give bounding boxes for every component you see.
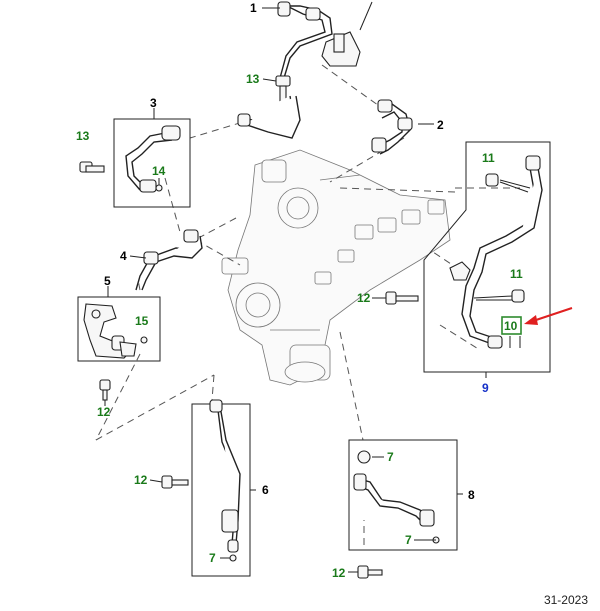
part-12-bolts (99, 291, 419, 579)
callout-15: 15 (135, 314, 149, 328)
callout-5: 5 (104, 274, 111, 288)
callout-12-mid: 12 (357, 291, 371, 305)
box-part-3 (113, 108, 191, 208)
box-part-6 (191, 399, 256, 577)
callout-1: 1 (250, 1, 257, 15)
turbo-manifold-assembly (221, 149, 451, 386)
part-4-pipe (135, 229, 203, 291)
callout-7-right: 7 (405, 533, 412, 547)
callout-6: 6 (262, 483, 269, 497)
middle-pipe (237, 95, 301, 139)
part-10-highlight-box (501, 316, 522, 335)
callout-labels: 1 2 3 4 5 6 8 9 10 7 7 7 11 11 12 12 12 … (76, 1, 523, 580)
callout-3: 3 (150, 96, 157, 110)
part-2-pipe (371, 99, 413, 155)
part-13-bolt-upper (275, 75, 291, 105)
callout-10: 10 (504, 319, 518, 333)
callout-12-box6: 12 (134, 473, 148, 487)
box-part-5 (77, 296, 161, 362)
box-part-9 (423, 141, 551, 378)
callout-leaders (104, 7, 436, 573)
callout-2: 2 (437, 118, 444, 132)
part-13-bolt-left (79, 161, 105, 173)
callout-14: 14 (152, 164, 166, 178)
callout-9: 9 (482, 381, 489, 395)
diagram-code: 31-2023 (543, 593, 588, 607)
callout-8: 8 (468, 488, 475, 502)
callout-7-left: 7 (209, 551, 216, 565)
callout-12-bottom: 12 (332, 566, 346, 580)
callout-11-top: 11 (482, 151, 495, 165)
callout-12-left: 12 (97, 405, 111, 419)
callout-13-top: 13 (246, 72, 260, 86)
callout-13-left: 13 (76, 129, 90, 143)
part-14-clip (155, 178, 163, 192)
callout-7-top: 7 (387, 450, 394, 464)
part-1-pipe (277, 1, 373, 79)
box-part-8 (348, 439, 463, 551)
callout-11-mid: 11 (510, 267, 523, 281)
callout-4: 4 (120, 249, 127, 263)
red-arrow-indicator (524, 307, 573, 325)
